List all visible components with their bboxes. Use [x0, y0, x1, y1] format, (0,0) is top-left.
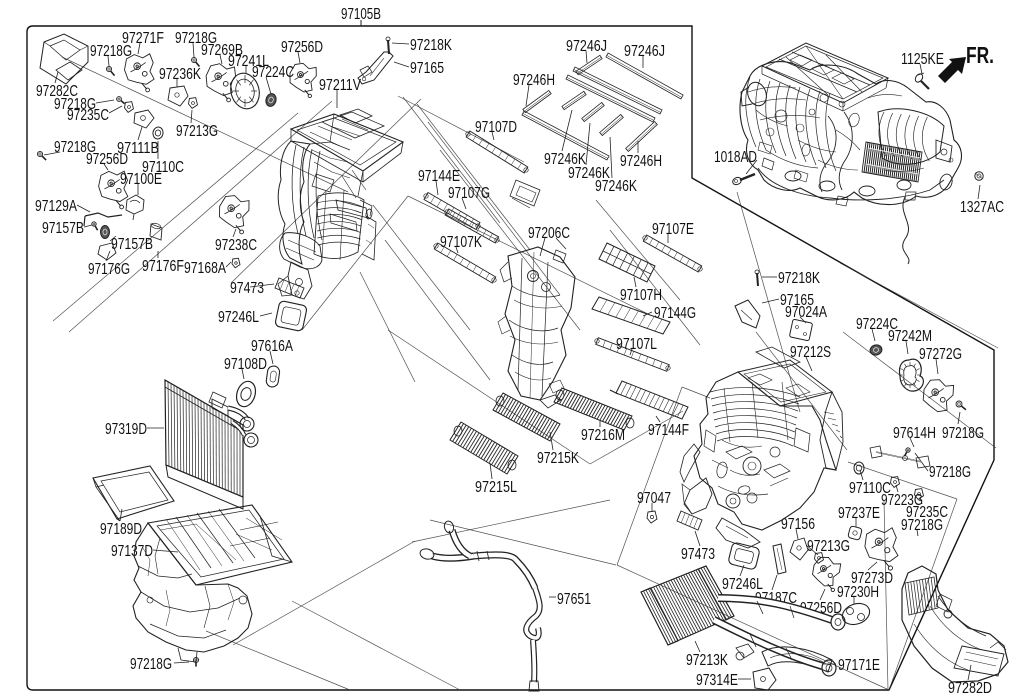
svg-text:1327AC: 1327AC — [960, 199, 1004, 216]
svg-text:97107G: 97107G — [448, 185, 490, 202]
svg-text:97100E: 97100E — [120, 171, 162, 188]
svg-text:97246L: 97246L — [722, 576, 763, 593]
svg-text:97223G: 97223G — [881, 492, 923, 509]
svg-text:97111B: 97111B — [117, 140, 159, 157]
svg-text:97211V: 97211V — [319, 77, 361, 94]
svg-text:97651: 97651 — [557, 591, 591, 608]
svg-text:97024A: 97024A — [785, 304, 827, 321]
svg-text:97165: 97165 — [410, 60, 444, 77]
svg-text:97107L: 97107L — [616, 336, 657, 353]
svg-text:97246K: 97246K — [568, 165, 610, 182]
svg-text:97246K: 97246K — [595, 178, 637, 195]
svg-text:97273D: 97273D — [851, 570, 893, 587]
svg-text:97224C: 97224C — [252, 64, 294, 81]
svg-text:97105B: 97105B — [341, 6, 381, 23]
svg-text:97246L: 97246L — [218, 309, 259, 326]
svg-text:97314E: 97314E — [696, 672, 738, 689]
svg-text:97319D: 97319D — [105, 421, 147, 438]
svg-text:97246J: 97246J — [624, 43, 665, 60]
svg-text:97107K: 97107K — [440, 234, 482, 251]
svg-text:97107H: 97107H — [620, 287, 662, 304]
svg-text:97246H: 97246H — [513, 72, 555, 89]
svg-text:97047: 97047 — [637, 490, 671, 507]
svg-text:97215L: 97215L — [475, 479, 517, 496]
svg-text:97246H: 97246H — [620, 153, 662, 170]
svg-text:97256D: 97256D — [86, 151, 128, 168]
svg-text:97216M: 97216M — [581, 427, 625, 444]
svg-text:97218G: 97218G — [901, 517, 943, 534]
svg-text:97282C: 97282C — [36, 83, 78, 100]
svg-text:97137D: 97137D — [111, 543, 153, 560]
svg-text:97107E: 97107E — [652, 221, 694, 238]
svg-text:97213G: 97213G — [176, 123, 218, 140]
svg-text:97110C: 97110C — [142, 159, 184, 176]
svg-text:97218G: 97218G — [54, 96, 96, 113]
svg-text:97176G: 97176G — [88, 261, 130, 278]
svg-text:97213G: 97213G — [807, 538, 850, 555]
svg-text:97237E: 97237E — [838, 505, 880, 522]
svg-text:97215K: 97215K — [537, 450, 579, 467]
svg-text:97473: 97473 — [681, 546, 715, 563]
svg-text:97165: 97165 — [780, 292, 814, 309]
svg-text:97212S: 97212S — [790, 344, 831, 361]
svg-text:97157B: 97157B — [42, 220, 84, 237]
svg-text:97224C: 97224C — [856, 316, 898, 333]
svg-text:97189D: 97189D — [100, 521, 142, 538]
svg-text:97473: 97473 — [230, 280, 264, 297]
svg-text:97235C: 97235C — [906, 504, 948, 521]
svg-text:97236K: 97236K — [159, 66, 201, 83]
svg-text:97246K: 97246K — [544, 151, 586, 168]
svg-text:97218G: 97218G — [175, 30, 217, 47]
svg-text:97218G: 97218G — [130, 656, 172, 673]
svg-text:97238C: 97238C — [215, 237, 257, 254]
svg-text:97176F: 97176F — [142, 258, 184, 275]
svg-text:97107D: 97107D — [475, 119, 517, 136]
svg-text:1125KE: 1125KE — [901, 51, 944, 68]
svg-text:97168A: 97168A — [184, 260, 226, 277]
svg-text:97129A: 97129A — [35, 198, 77, 215]
svg-text:97218K: 97218K — [410, 37, 452, 54]
svg-text:97218G: 97218G — [942, 425, 984, 442]
svg-text:97144E: 97144E — [418, 168, 460, 185]
svg-text:97218K: 97218K — [778, 270, 820, 287]
svg-text:FR.: FR. — [966, 42, 994, 68]
svg-text:97218G: 97218G — [929, 464, 971, 481]
svg-text:97272G: 97272G — [919, 346, 962, 363]
svg-text:97269B: 97269B — [201, 42, 243, 59]
svg-text:97282D: 97282D — [948, 680, 992, 697]
svg-text:97218G: 97218G — [54, 139, 96, 156]
svg-text:97246J: 97246J — [566, 38, 607, 55]
svg-text:97110C: 97110C — [849, 480, 891, 497]
svg-text:97144F: 97144F — [648, 422, 689, 439]
svg-text:97108D: 97108D — [224, 356, 267, 373]
svg-text:97241L: 97241L — [228, 53, 269, 70]
svg-text:97157B: 97157B — [111, 236, 153, 253]
svg-text:97213K: 97213K — [686, 652, 728, 669]
svg-text:97616A: 97616A — [251, 338, 293, 355]
svg-text:97206C: 97206C — [528, 225, 570, 242]
svg-text:97256D: 97256D — [281, 39, 323, 56]
svg-text:97230H: 97230H — [837, 584, 879, 601]
svg-text:97156: 97156 — [781, 516, 815, 533]
svg-text:97144G: 97144G — [654, 305, 696, 322]
svg-text:97235C: 97235C — [67, 107, 109, 124]
svg-text:97171E: 97171E — [838, 657, 880, 674]
svg-text:97271F: 97271F — [122, 30, 164, 47]
svg-text:97614H: 97614H — [893, 425, 936, 442]
svg-text:97242M: 97242M — [888, 328, 932, 345]
svg-text:97218G: 97218G — [90, 43, 132, 60]
